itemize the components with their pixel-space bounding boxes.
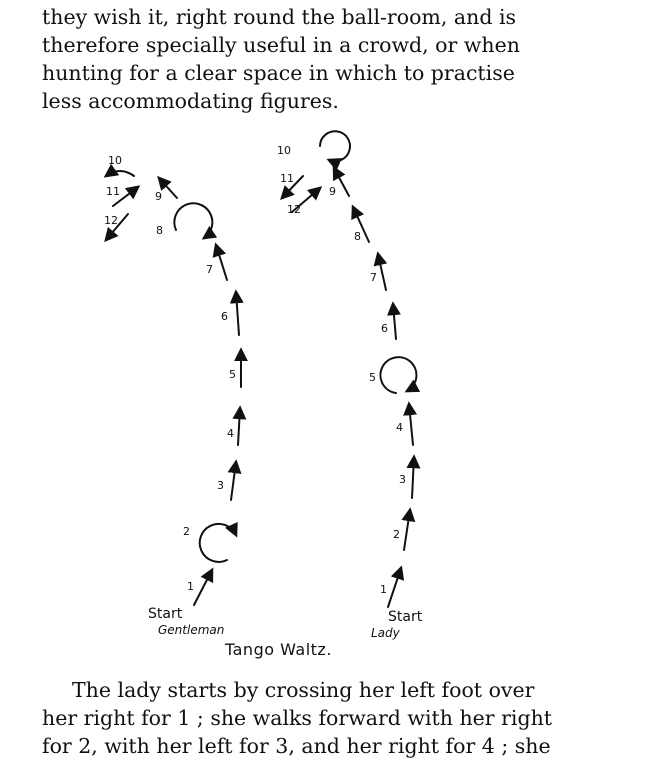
step-arrow — [227, 459, 242, 501]
gentleman-role-label: Gentleman — [158, 623, 224, 637]
step-arrow — [406, 454, 421, 499]
top-paragraph: they wish it, right round the ball-room,… — [42, 3, 520, 115]
step-number: 3 — [399, 473, 406, 486]
step-number: 8 — [354, 230, 361, 243]
lady-step-numbers: 1 2 3 4 5 6 7 8 9 10 11 12 — [277, 144, 406, 596]
step-number: 12 — [287, 203, 301, 216]
step-number: 11 — [106, 185, 120, 198]
step-arrow — [386, 301, 401, 340]
step-number: 5 — [229, 368, 236, 381]
gentleman-path — [103, 163, 248, 606]
step-number: 3 — [217, 479, 224, 492]
gentleman-start-label: Start — [148, 606, 183, 622]
turn-arrow — [103, 163, 135, 178]
text-line: for 2, with her left for 3, and her righ… — [42, 734, 551, 758]
turn-circle — [198, 521, 238, 563]
step-number: 4 — [396, 421, 403, 434]
text-line: her right for 1 ; she walks forward with… — [42, 706, 553, 730]
step-number: 10 — [108, 154, 122, 167]
step-number: 6 — [221, 310, 228, 323]
text-line: therefore specially useful in a crowd, o… — [42, 33, 520, 57]
gentleman-step-numbers: 1 2 3 4 5 6 7 8 9 10 11 12 — [104, 154, 236, 593]
step-number: 7 — [206, 263, 213, 276]
step-arrow — [351, 204, 370, 243]
step-number: 4 — [227, 427, 234, 440]
step-number: 5 — [369, 371, 376, 384]
text-line: The lady starts by crossing her left foo… — [72, 678, 535, 702]
step-arrow — [112, 185, 141, 207]
step-arrow — [401, 507, 416, 551]
step-number: 10 — [277, 144, 291, 157]
turn-circle — [173, 202, 218, 240]
bottom-paragraph: The lady starts by crossing her left foo… — [42, 676, 553, 760]
tango-waltz-diagram: 1 2 3 4 5 6 7 8 9 10 11 12 1 2 3 4 5 6 7… — [103, 130, 423, 659]
step-number: 1 — [380, 583, 387, 596]
step-number: 8 — [156, 224, 163, 237]
turn-circle — [379, 356, 421, 394]
step-arrow — [193, 567, 214, 606]
step-number: 1 — [187, 580, 194, 593]
step-number: 7 — [370, 271, 377, 284]
step-arrow — [373, 251, 388, 291]
step-number: 9 — [155, 190, 162, 203]
step-arrow — [403, 401, 418, 446]
figure-caption: Tango Waltz. — [224, 640, 332, 659]
step-arrow — [104, 213, 129, 243]
step-arrow — [157, 175, 178, 199]
lady-path — [280, 130, 421, 608]
text-line: less accommodating figures. — [42, 89, 339, 113]
turn-circle — [319, 130, 351, 171]
step-number: 12 — [104, 214, 118, 227]
lady-start-label: Start — [388, 609, 423, 625]
step-arrow — [291, 186, 323, 213]
step-number: 2 — [393, 528, 400, 541]
step-arrow — [332, 165, 350, 197]
step-arrow — [280, 175, 304, 201]
step-number: 11 — [280, 172, 294, 185]
step-arrow — [212, 242, 228, 281]
text-line: they wish it, right round the ball-room,… — [42, 5, 517, 29]
lady-role-label: Lady — [371, 626, 401, 640]
step-arrow — [232, 405, 247, 446]
step-number: 9 — [329, 185, 336, 198]
step-number: 6 — [381, 322, 388, 335]
step-number: 2 — [183, 525, 190, 538]
text-line: hunting for a clear space in which to pr… — [42, 61, 515, 85]
step-arrow — [229, 289, 244, 336]
step-arrow — [387, 565, 405, 608]
